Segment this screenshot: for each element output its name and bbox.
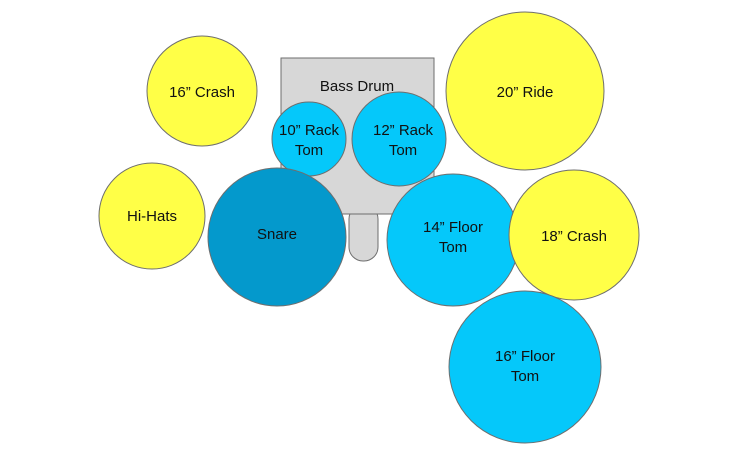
ride-20-cymbal xyxy=(445,11,605,171)
rack-tom-10: 10” Rack Tom xyxy=(271,101,347,177)
floor-tom-16-drum xyxy=(448,290,602,444)
rack-tom-12-drum xyxy=(351,91,447,187)
floor-tom-16-label-line1: 16” Floor xyxy=(495,348,555,365)
hi-hats: Hi-Hats xyxy=(98,162,206,270)
floor-tom-16: 16” Floor Tom xyxy=(448,290,602,444)
hi-hats-label: Hi-Hats xyxy=(127,208,177,225)
floor-tom-14-label-line1: 14” Floor xyxy=(423,219,483,236)
crash-16-label: 16” Crash xyxy=(169,84,235,101)
rack-tom-12-label-line1: 12” Rack xyxy=(373,122,434,139)
snare: Snare xyxy=(207,167,347,307)
snare-label: Snare xyxy=(257,226,297,243)
rack-tom-10-label-line2: Tom xyxy=(295,142,323,159)
floor-tom-14: 14” Floor Tom xyxy=(386,173,520,307)
floor-tom-16-label-line2: Tom xyxy=(511,368,539,385)
rack-tom-12-label-line2: Tom xyxy=(389,142,417,159)
ride-20-label: 20” Ride xyxy=(497,84,554,101)
rack-tom-10-drum xyxy=(271,101,347,177)
rack-tom-10-label-line1: 10” Rack xyxy=(279,122,340,139)
rack-tom-12: 12” Rack Tom xyxy=(351,91,447,187)
crash-16: 16” Crash xyxy=(146,35,258,147)
crash-18-cymbal xyxy=(508,169,640,301)
crash-16-cymbal xyxy=(146,35,258,147)
snare-drum xyxy=(207,167,347,307)
hi-hats-cymbal xyxy=(98,162,206,270)
crash-18-label: 18” Crash xyxy=(541,228,607,245)
floor-tom-14-label-line2: Tom xyxy=(439,239,467,256)
ride-20: 20” Ride xyxy=(445,11,605,171)
bass-drum-label: Bass Drum xyxy=(320,78,394,95)
crash-18: 18” Crash xyxy=(508,169,640,301)
